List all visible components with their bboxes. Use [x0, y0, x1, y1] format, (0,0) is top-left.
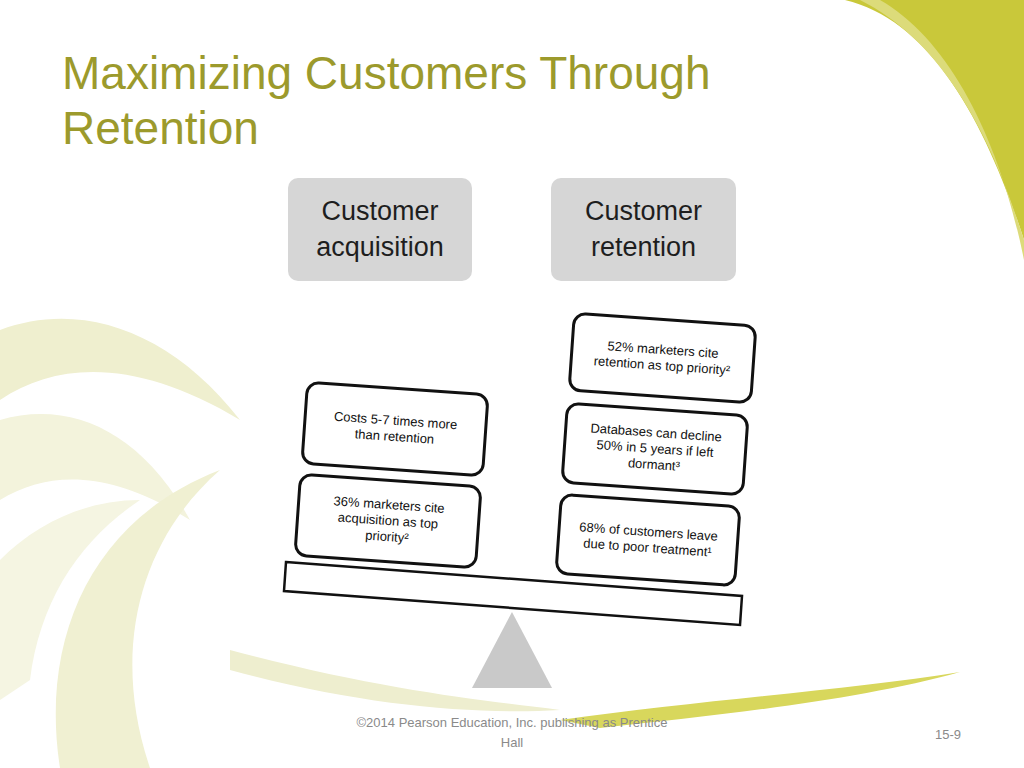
slide-title: Maximizing Customers Through Retention: [62, 46, 782, 156]
copyright-footer: ©2014 Pearson Education, Inc. publishing…: [352, 713, 672, 752]
box-text: Costs 5-7 times more than retention: [323, 408, 467, 450]
box-text: Customer retention: [565, 194, 722, 264]
left-swirl: [0, 319, 240, 420]
box-text: Customer acquisition: [302, 194, 458, 264]
box-text: 36% marketers cite acquisition as top pr…: [315, 492, 460, 551]
corner-swoosh-light: [860, 0, 1024, 260]
slide-number: 15-9: [918, 725, 978, 745]
left-swirl: [0, 500, 140, 700]
fact-box: 68% of customers leave due to poor treat…: [554, 493, 741, 587]
fulcrum-triangle: [472, 612, 552, 688]
fact-box: Costs 5-7 times more than retention: [300, 381, 489, 478]
fact-box: Databases can decline 50% in 5 years if …: [560, 402, 749, 497]
box-text: Databases can decline 50% in 5 years if …: [582, 420, 727, 479]
corner-swoosh: [845, 0, 1024, 240]
fact-box: 36% marketers cite acquisition as top pr…: [293, 473, 482, 570]
fact-box: 52% marketers cite retention as top prio…: [567, 312, 757, 405]
box-text: 52% marketers cite retention as top prio…: [590, 337, 735, 379]
category-box: Customer retention: [551, 178, 736, 281]
box-text: 68% of customers leave due to poor treat…: [577, 519, 719, 561]
category-box: Customer acquisition: [288, 178, 472, 281]
